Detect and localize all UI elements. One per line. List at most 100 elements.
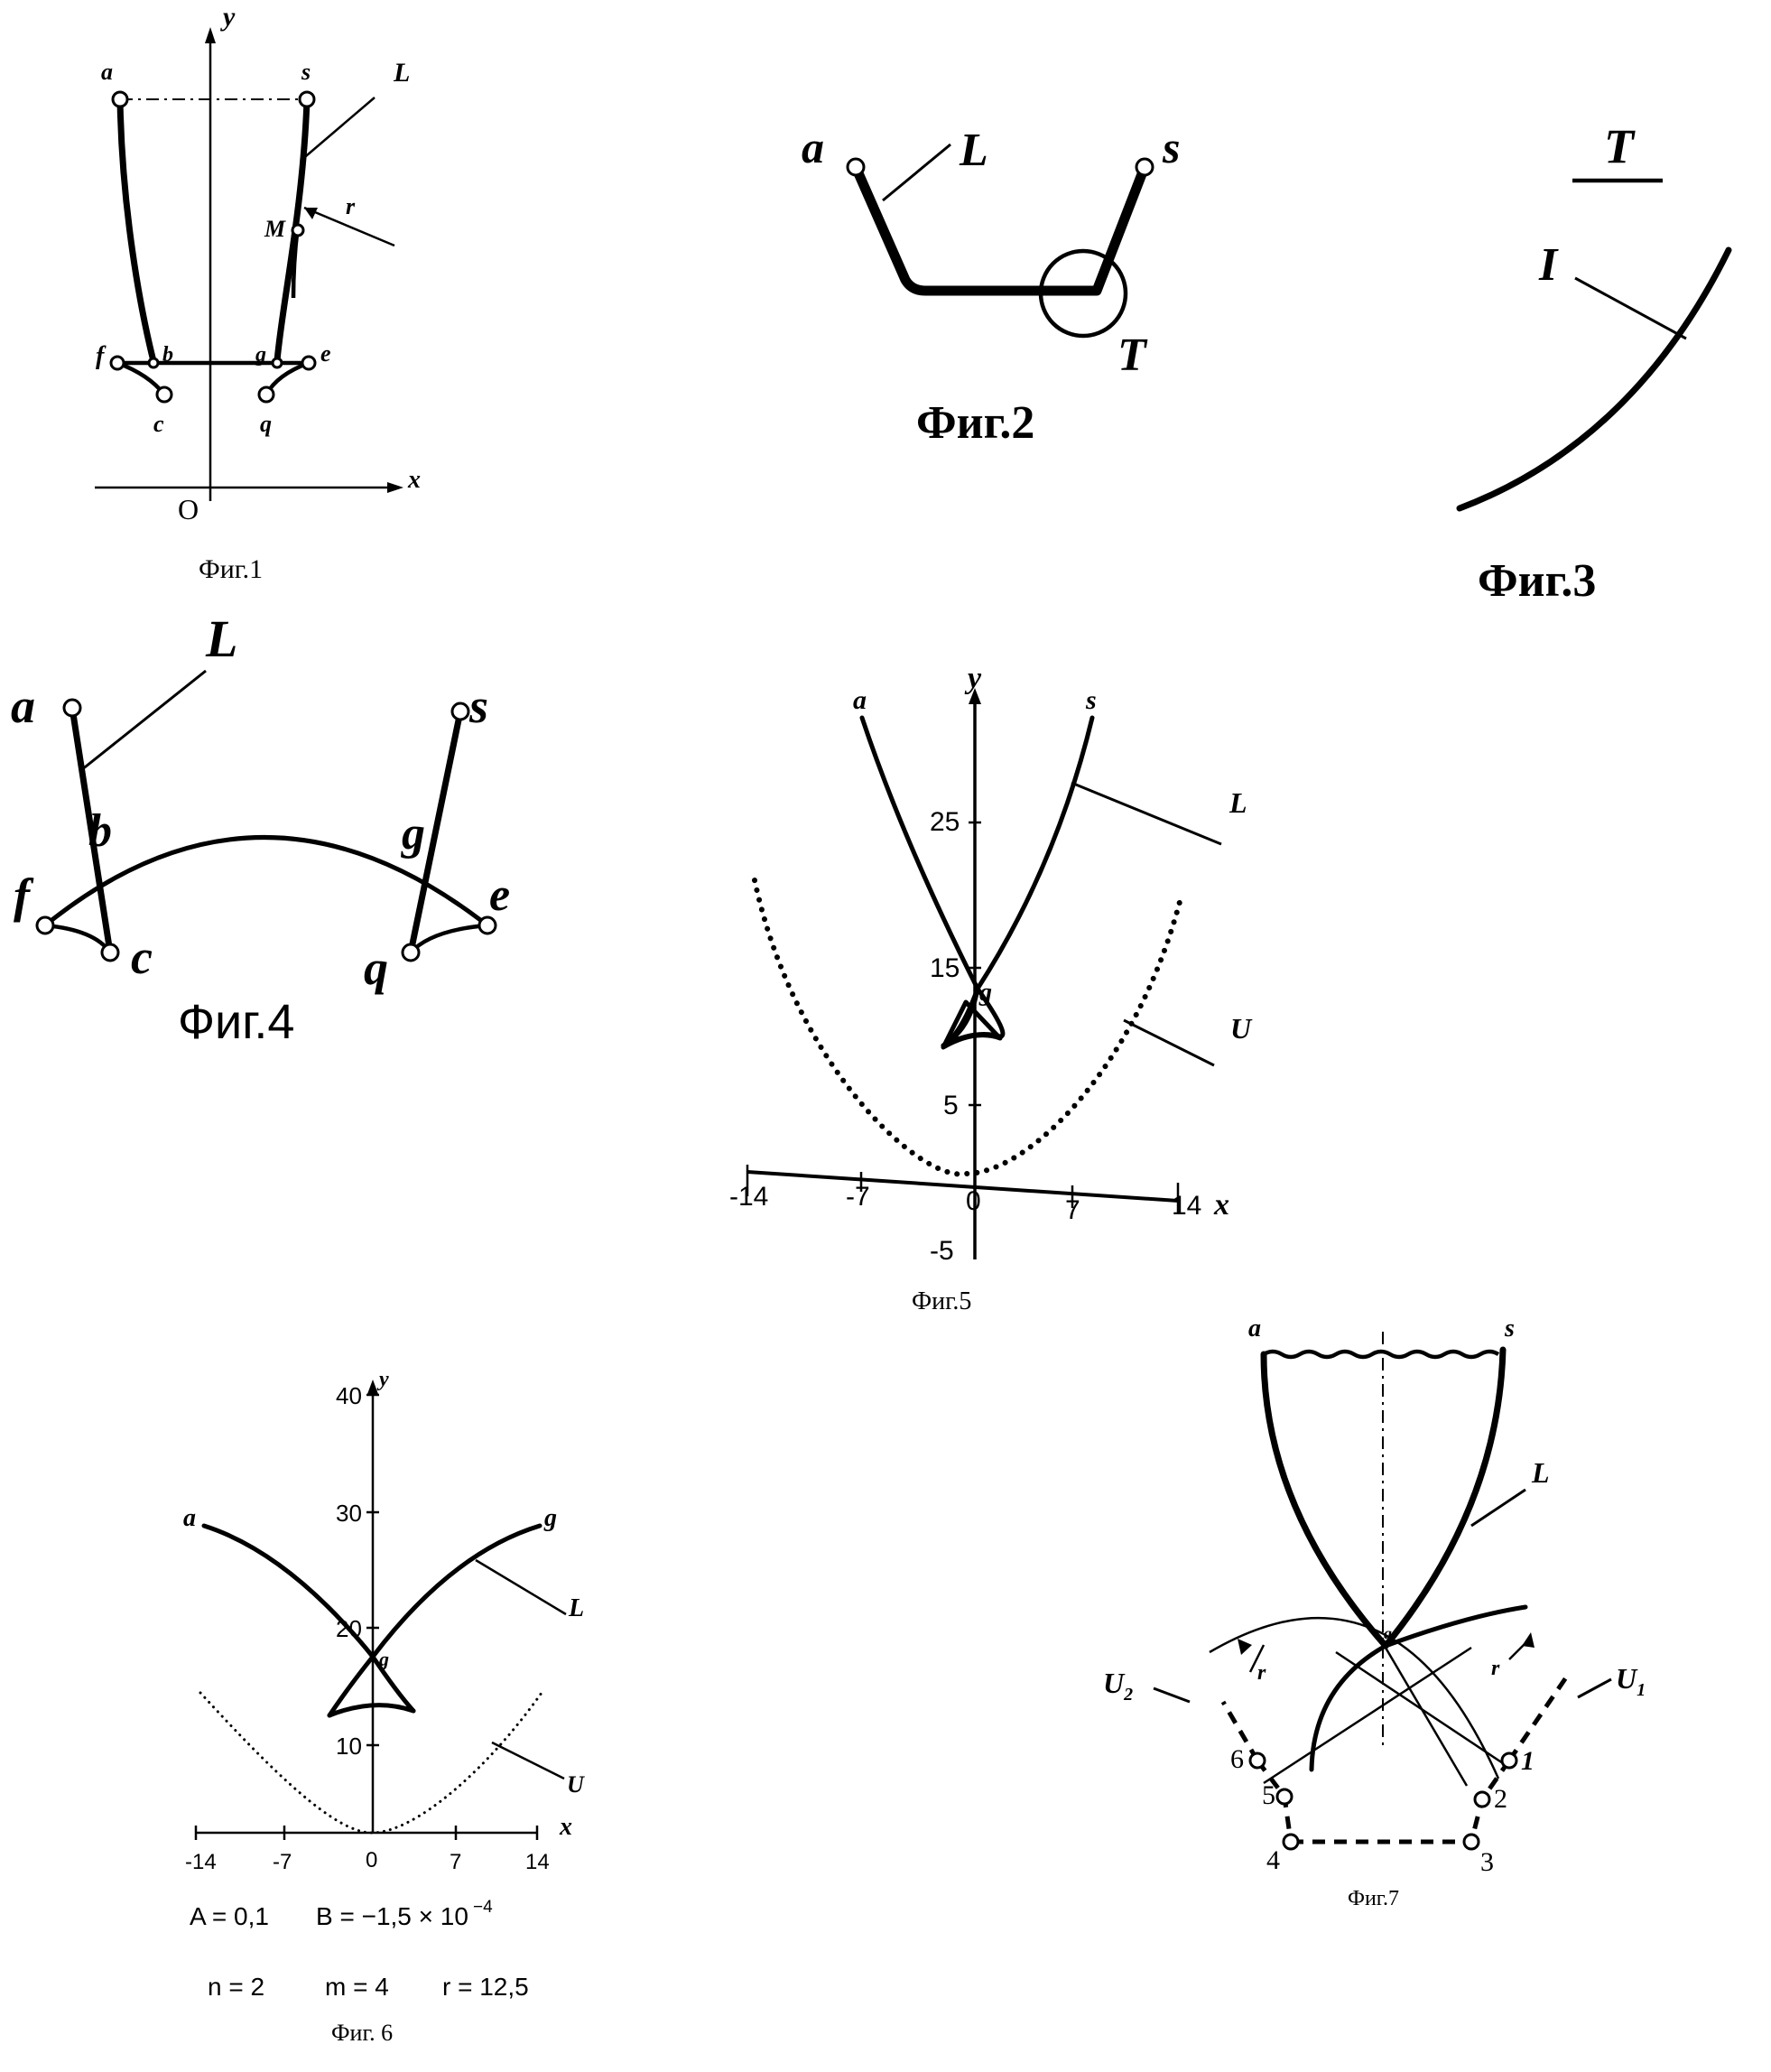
fig7-arrow-r-left (1248, 1644, 1266, 1673)
fig7-label-a: a (1248, 1315, 1261, 1343)
fig5-tick-label-x-0: 0 (966, 1186, 981, 1216)
fig7-dashed-left-up (1220, 1700, 1260, 1762)
fig6-tick-label-x-14: 14 (525, 1850, 550, 1874)
fig6-param-B-exponent: −4 (473, 1898, 493, 1917)
fig7-label-s: s (1504, 1315, 1515, 1343)
fig4-point-q (401, 943, 421, 962)
fig7-label-point-6: 6 (1230, 1744, 1244, 1774)
fig7-left-branch (1260, 1351, 1389, 1649)
fig4-label-g: g (401, 808, 425, 859)
fig6-y-arrow-icon (367, 1380, 378, 1394)
fig4: L a s b g f e c q Фиг.4 (11, 609, 510, 1049)
fig7-wavy-top (1262, 1349, 1500, 1360)
fig7-dashed-right-up (1507, 1676, 1569, 1762)
fig4-label-a: a (11, 679, 35, 733)
fig7-point-4 (1282, 1833, 1300, 1851)
fig1-label-f: f (96, 342, 107, 370)
fig7-arrow-r-right-icon (1522, 1632, 1535, 1648)
fig4-right-curve (407, 708, 464, 956)
fig5-x-label: x (1213, 1188, 1229, 1222)
fig6-label-g: g (378, 1648, 389, 1670)
fig4-label-f: f (14, 869, 34, 923)
fig1: y x O a s L r M f b g e c q Фиг.1 (95, 2, 421, 584)
fig1-label-e: e (320, 340, 331, 367)
fig2-label-T: T (1117, 330, 1148, 381)
fig6-caption: Фиг. 6 (331, 2020, 393, 2046)
fig1-y-label: y (220, 2, 236, 32)
fig5-leader-L (1071, 781, 1222, 846)
fig4-point-f (35, 915, 55, 935)
fig7-label-r-right: r (1491, 1657, 1500, 1680)
fig7-leader-U2 (1153, 1686, 1191, 1704)
fig4-caption: Фиг.4 (178, 995, 294, 1049)
fig1-point-a (111, 90, 129, 108)
fig5-y-label: y (964, 662, 982, 695)
fig6-label-U: U (567, 1771, 585, 1798)
fig4-point-e (478, 915, 497, 935)
fig1-label-M: M (264, 216, 286, 242)
fig1-arrow-r (303, 206, 395, 247)
fig1-point-b (147, 357, 160, 369)
fig7: a s L g r r U2 U1 6 1 5 2 4 3 Фиг.7 (1103, 1315, 1646, 1910)
fig6-param-A: A = 0,1 (190, 1902, 269, 1930)
fig2-caption: Фиг.2 (916, 397, 1034, 449)
fig1-point-f (109, 355, 125, 371)
fig7-label-point-3: 3 (1480, 1847, 1494, 1877)
fig1-left-curve (116, 96, 157, 365)
fig7-label-g: g (1383, 1624, 1392, 1642)
fig6-x-label: x (559, 1813, 572, 1841)
fig6-tick-label-y-40: 40 (336, 1382, 362, 1409)
fig4-point-a (62, 698, 82, 718)
fig7-label-L: L (1531, 1456, 1550, 1489)
fig1-point-c (155, 386, 173, 404)
fig5-tick-label-y-m5: -5 (930, 1236, 954, 1266)
fig2-point-s (1135, 157, 1154, 177)
fig7-label-point-5: 5 (1262, 1780, 1275, 1810)
fig7-label-U1: U1 (1616, 1662, 1646, 1700)
fig5-tick-label-x-m14: -14 (729, 1182, 768, 1212)
fig1-label-L: L (393, 58, 410, 88)
fig5-label-a: a (853, 685, 867, 715)
fig3-leader-I (1574, 276, 1687, 340)
fig5-swallowtail (941, 999, 1003, 1050)
fig5-curve-right (941, 715, 1095, 1048)
fig4-left-curve (69, 704, 114, 956)
fig7-ray-right (1335, 1650, 1504, 1765)
fig6-param-B: B = −1,5 × 10 (316, 1902, 468, 1930)
fig7-arrow-r-left-icon (1238, 1639, 1252, 1655)
fig1-x-arrow-icon (387, 482, 403, 493)
fig7-caption: Фиг.7 (1348, 1887, 1399, 1910)
fig6-y-label: y (376, 1368, 389, 1391)
fig1-origin-label: O (178, 493, 199, 525)
fig6-curve-right (327, 1523, 542, 1718)
fig6-curve-left (201, 1523, 416, 1714)
fig6-tick-label-x-7: 7 (450, 1850, 461, 1874)
fig1-x-label: x (407, 466, 421, 494)
fig4-label-s: s (468, 679, 488, 733)
fig3-label-T: T (1604, 119, 1636, 173)
fig1-leader-L (300, 97, 376, 162)
fig1-label-g: g (255, 343, 266, 367)
fig2-curve-L (850, 162, 1150, 296)
fig7-point-2 (1473, 1790, 1491, 1808)
fig6-leader-L (475, 1558, 567, 1616)
fig5-label-g: g (978, 979, 992, 1007)
fig2-circle-T (1038, 248, 1128, 339)
fig7-label-point-1: 1 (1521, 1746, 1535, 1776)
fig4-point-s (450, 702, 470, 721)
fig4-cusp-left (44, 923, 112, 954)
fig2-label-s: s (1162, 122, 1180, 172)
fig1-point-q (257, 386, 275, 404)
fig5-caption: Фиг.5 (912, 1287, 971, 1315)
fig1-point-M (291, 223, 305, 237)
fig1-point-e (301, 355, 317, 371)
fig7-right-branch (1382, 1346, 1507, 1649)
fig3-caption: Фиг.3 (1478, 555, 1596, 607)
fig5-tick-label-x-14: 14 (1172, 1191, 1201, 1221)
fig1-point-s (298, 90, 316, 108)
fig5-curve-U (752, 878, 1183, 1177)
fig7-lower-right-branch (1383, 1604, 1528, 1649)
fig5-label-s: s (1085, 685, 1097, 715)
fig2-label-L: L (959, 125, 988, 176)
fig6-param-n: n = 2 (208, 1973, 264, 2001)
